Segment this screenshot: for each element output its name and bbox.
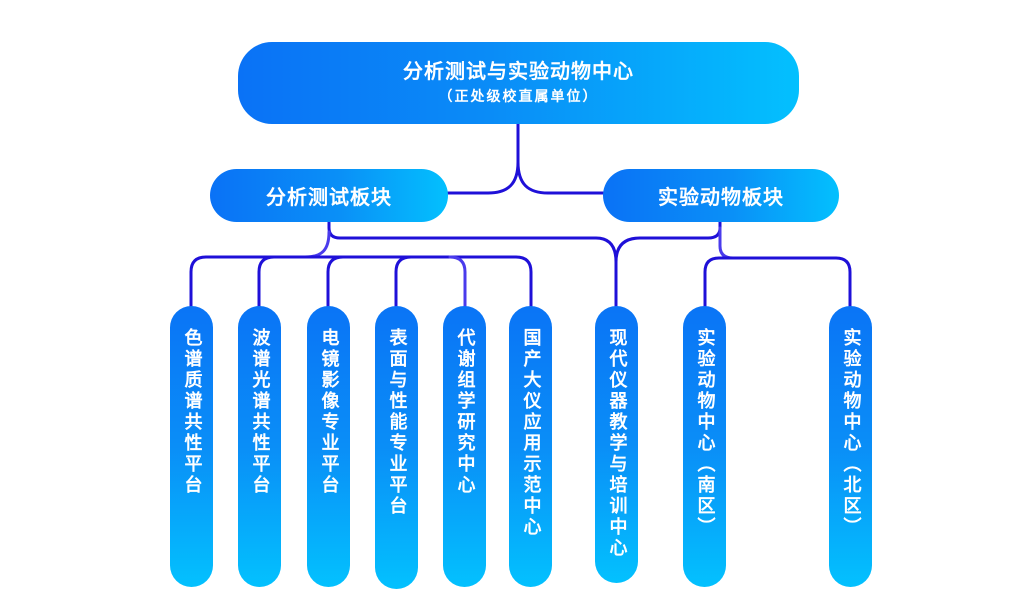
root-unit-subtitle: （正处级校直属单位） [438,89,599,105]
platform-node: 表面与性能专业平台 [375,306,418,589]
platform-node: 电镜影像专业平台 [307,306,350,587]
platform-node: 实验动物中心（南区） [683,306,726,587]
platform-label: 实验动物中心（北区） [840,328,862,538]
platform-node: 色谱质谱共性平台 [170,306,213,587]
connector-analysis-drop [303,230,331,259]
branch-label: 实验动物板块 [658,185,784,209]
connector-root-to-animal [516,160,605,195]
connector-to-platform-2 [257,255,276,308]
connector-analysis-bus [189,255,533,308]
connector-to-platform-4 [394,255,413,308]
platform-label: 色谱质谱共性平台 [181,328,203,496]
branch-label: 分析测试板块 [266,185,392,209]
connector-animal-drop [718,226,735,260]
platform-node: 实验动物中心（北区） [829,306,872,587]
root-unit-box: 分析测试与实验动物中心 （正处级校直属单位） [238,42,799,124]
connector-to-platform-5 [448,255,467,308]
connector-animal-bus [703,256,852,308]
root-unit-title: 分析测试与实验动物中心 [403,59,634,83]
connector-analysis-to-teaching [327,220,618,308]
platform-label: 电镜影像专业平台 [318,328,340,496]
connector-root-to-analysis [446,160,520,195]
platform-node: 波谱光谱共性平台 [238,306,281,587]
platform-label: 实验动物中心（南区） [694,328,716,538]
platform-label: 代谢组学研究中心 [454,328,476,496]
branch-analysis-testing: 分析测试板块 [210,169,448,222]
connector-to-platform-3 [326,255,345,308]
platform-node: 现代仪器教学与培训中心 [595,306,638,583]
platform-label: 现代仪器教学与培训中心 [606,328,628,559]
platform-label: 国产大仪应用示范中心 [520,328,542,538]
platform-label: 表面与性能专业平台 [386,328,408,517]
platform-node: 国产大仪应用示范中心 [509,306,552,587]
platform-node: 代谢组学研究中心 [443,306,486,587]
platform-label: 波谱光谱共性平台 [249,328,271,496]
branch-laboratory-animal: 实验动物板块 [603,169,839,222]
connector-animal-to-teaching [614,220,722,264]
